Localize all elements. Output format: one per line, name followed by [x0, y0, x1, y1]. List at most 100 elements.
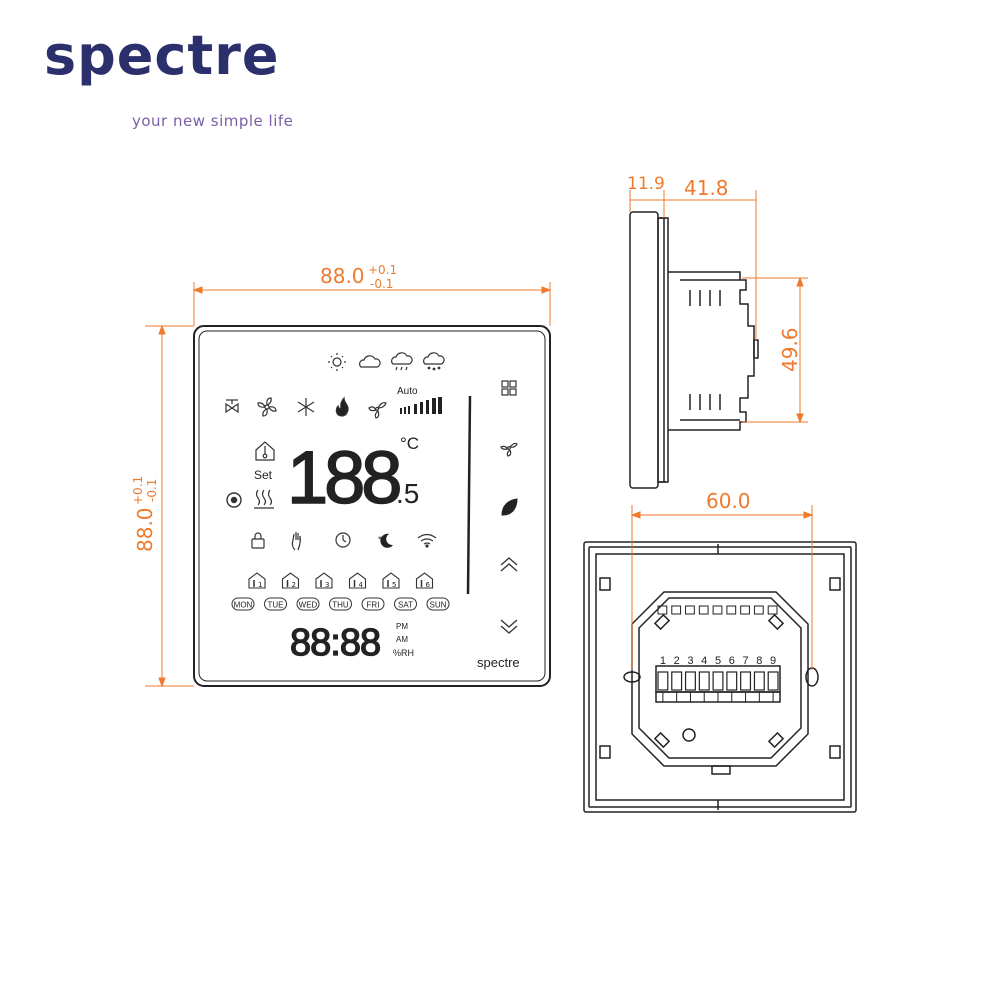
- terminal-top-tab: [657, 605, 668, 615]
- terminal-top-tab: [712, 605, 723, 615]
- program-period-number: 2: [292, 581, 296, 589]
- program-period-6-icon: 6: [415, 572, 434, 589]
- rh-label: %RH: [393, 648, 414, 658]
- terminal-number: 8: [756, 655, 762, 667]
- side-height-dimension: [742, 276, 808, 424]
- terminal-screw-block: [726, 671, 738, 691]
- terminal-top-tab: [767, 605, 778, 615]
- day-label: FRI: [367, 601, 380, 610]
- day-label: TUE: [268, 601, 284, 610]
- terminal-number: 3: [687, 655, 693, 667]
- front-height-dimension: [145, 324, 194, 688]
- svg-text:*: *: [378, 535, 382, 544]
- front-height-label: 88.0: [133, 507, 157, 552]
- terminal-number: 2: [674, 655, 680, 667]
- side-top-right-label: 41.8: [684, 176, 729, 200]
- flame-icon: [335, 396, 349, 417]
- temperature-digits: 188: [287, 436, 399, 519]
- clock-icon: [335, 532, 351, 548]
- status-icons: *: [251, 532, 437, 551]
- terminal-top-tab: [685, 605, 695, 615]
- day-mon: MON: [231, 597, 255, 611]
- day-label: SAT: [398, 601, 413, 610]
- program-period-number: 1: [258, 581, 262, 589]
- program-period-5-icon: 5: [382, 572, 400, 589]
- mode-icons: [225, 396, 387, 419]
- day-label: WED: [299, 601, 318, 610]
- brand-name: spectre: [44, 24, 280, 87]
- side-height-label: 49.6: [778, 327, 802, 372]
- terminal-number: 5: [715, 655, 721, 667]
- front-view: 88.0 +0.1 -0.1 88.0 +0.1 -0.1: [131, 263, 552, 688]
- lock-icon: [251, 532, 265, 549]
- front-height-tol-plus: +0.1: [131, 476, 145, 505]
- device-logo: spectre: [477, 655, 520, 670]
- program-period-number: 4: [359, 581, 364, 589]
- terminal-number: 1: [660, 655, 666, 667]
- weekday-row: MON TUE WED THU FRI SAT SUN: [231, 597, 450, 611]
- cloud-icon: [359, 355, 381, 368]
- terminal-screw-block: [753, 671, 765, 691]
- down-button[interactable]: [500, 619, 518, 634]
- terminal-number: 6: [729, 655, 735, 667]
- terminal-screw-block: [712, 671, 724, 691]
- program-period-number: 3: [325, 581, 329, 589]
- terminal-top-tab: [726, 605, 737, 615]
- sun-icon: [328, 353, 346, 371]
- terminal-screw-block: [684, 671, 696, 691]
- auto-label: Auto: [397, 386, 418, 397]
- side-view: [629, 211, 759, 489]
- fan-speed-bars: [400, 397, 442, 414]
- program-period-number: 5: [392, 581, 396, 589]
- temperature-unit: °C: [400, 434, 419, 453]
- side-top-dimension: [629, 190, 757, 340]
- terminal-number: 9: [770, 655, 776, 667]
- fan-icon: [257, 397, 277, 417]
- day-label: THU: [332, 601, 349, 610]
- back-width-dimension: [630, 505, 814, 670]
- am-label: AM: [396, 635, 408, 644]
- day-tue: TUE: [264, 597, 287, 611]
- indoor-temp-icon: [255, 441, 275, 461]
- weather-icons: [328, 352, 445, 371]
- touch-slider[interactable]: [466, 395, 472, 595]
- fan-button[interactable]: [500, 442, 518, 457]
- front-width-tol-minus: -0.1: [370, 277, 393, 291]
- day-sun: SUN: [426, 597, 450, 611]
- pm-label: PM: [396, 622, 408, 631]
- front-outer-frame: [193, 325, 551, 687]
- heating-icon: [254, 489, 274, 509]
- terminal-number: 4: [701, 655, 707, 667]
- temperature-decimal: .5: [396, 478, 419, 509]
- program-period-number: 6: [426, 581, 431, 589]
- front-width-label: 88.0: [320, 264, 365, 288]
- terminal-screw-block: [698, 671, 710, 691]
- terminal-top-tab: [698, 605, 709, 615]
- back-width-label: 60.0: [706, 489, 751, 513]
- terminal-top-tab: [740, 605, 750, 615]
- day-label: MON: [234, 601, 253, 610]
- terminal-screw-block: [740, 671, 752, 691]
- front-height-tol-minus: -0.1: [145, 479, 159, 502]
- program-period-4-icon: 4: [348, 572, 367, 589]
- front-width-tol-plus: +0.1: [368, 263, 397, 277]
- terminal-screw-block: [671, 671, 683, 691]
- side-top-left-label: 11.9: [627, 174, 665, 194]
- valve-icon: [225, 399, 239, 414]
- eco-mode-icon: [226, 492, 242, 508]
- front-inner-frame: [198, 330, 546, 682]
- back-view: [583, 541, 857, 813]
- leaf-button[interactable]: [501, 498, 518, 516]
- up-button[interactable]: [500, 557, 518, 572]
- brand-logo: spectre your new simple life: [44, 24, 344, 131]
- set-label: Set: [254, 468, 273, 482]
- terminal-top-tab: [671, 605, 682, 615]
- wifi-icon: [417, 533, 437, 548]
- brand-tagline: your new simple life: [132, 112, 294, 130]
- terminal-top-tab: [753, 605, 764, 615]
- moon-icon: *: [378, 533, 393, 548]
- menu-button[interactable]: [501, 380, 517, 396]
- rain-icon: [391, 352, 413, 371]
